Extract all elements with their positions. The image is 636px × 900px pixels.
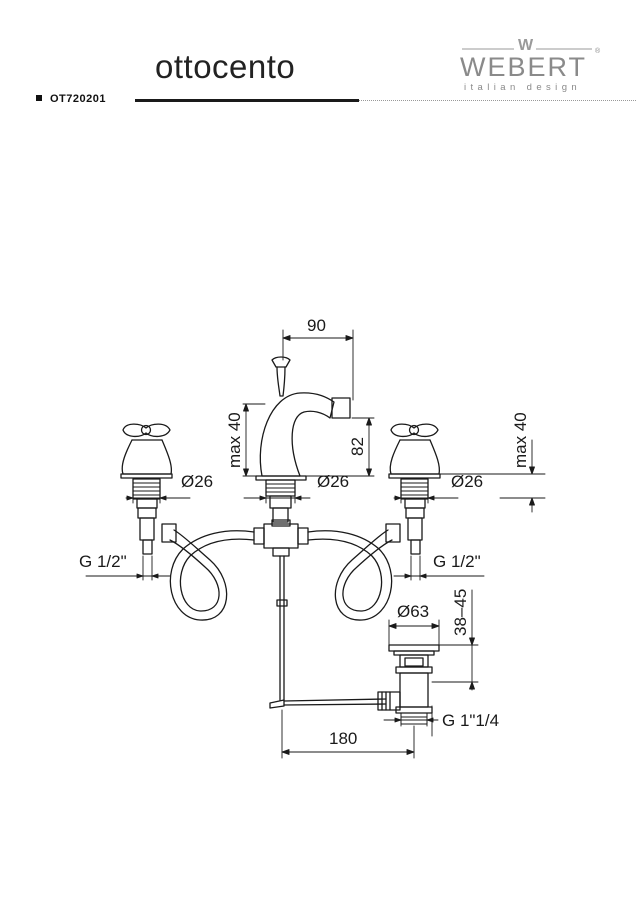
header-rule-dotted [359, 100, 636, 101]
dim-waste-thread: G 1"1/4 [442, 711, 499, 730]
right-flex-hose [307, 523, 401, 621]
left-flex-hose [161, 523, 255, 621]
dim-centers-distance: 180 [329, 729, 357, 748]
brand-logo: W WEBERT ® italian design [458, 36, 603, 96]
dimension-lines [85, 329, 546, 759]
header-rule-thick [135, 99, 359, 102]
dim-handle-height-right: max 40 [511, 412, 530, 468]
dim-spout-height: 82 [348, 437, 367, 456]
dim-thread-left: G 1/2" [79, 552, 127, 571]
logo-emblem: W [518, 37, 534, 54]
left-cross-handle [120, 423, 173, 555]
webert-logo-graphic: W WEBERT ® italian design [460, 37, 601, 93]
hose-connector [253, 519, 309, 557]
logo-wordmark: WEBERT [460, 52, 587, 82]
logo-tagline: italian design [464, 82, 581, 93]
right-cross-handle [388, 423, 441, 555]
dim-handle-height-left: max 40 [225, 412, 244, 468]
dim-diameter-left: Ø26 [181, 472, 213, 491]
dim-thread-right: G 1/2" [433, 552, 481, 571]
dim-waste-diameter: Ø63 [397, 602, 429, 621]
dim-spout-reach: 90 [307, 316, 326, 335]
pop-up-waste [377, 644, 440, 725]
dim-diameter-right: Ø26 [451, 472, 483, 491]
logo-registered: ® [595, 47, 601, 55]
dimension-labels: 90 max 40 82 max 40 Ø26 Ø26 Ø26 G 1/2" G… [79, 316, 530, 748]
dim-waste-range: 38–45 [451, 589, 470, 636]
bidet-spout [255, 356, 351, 523]
product-code-row: OT720201 [36, 93, 106, 105]
code-bullet [36, 95, 42, 101]
dim-diameter-center: Ø26 [317, 472, 349, 491]
series-title: ottocento [155, 48, 296, 85]
product-code: OT720201 [50, 93, 106, 105]
pop-up-rod [269, 555, 387, 709]
